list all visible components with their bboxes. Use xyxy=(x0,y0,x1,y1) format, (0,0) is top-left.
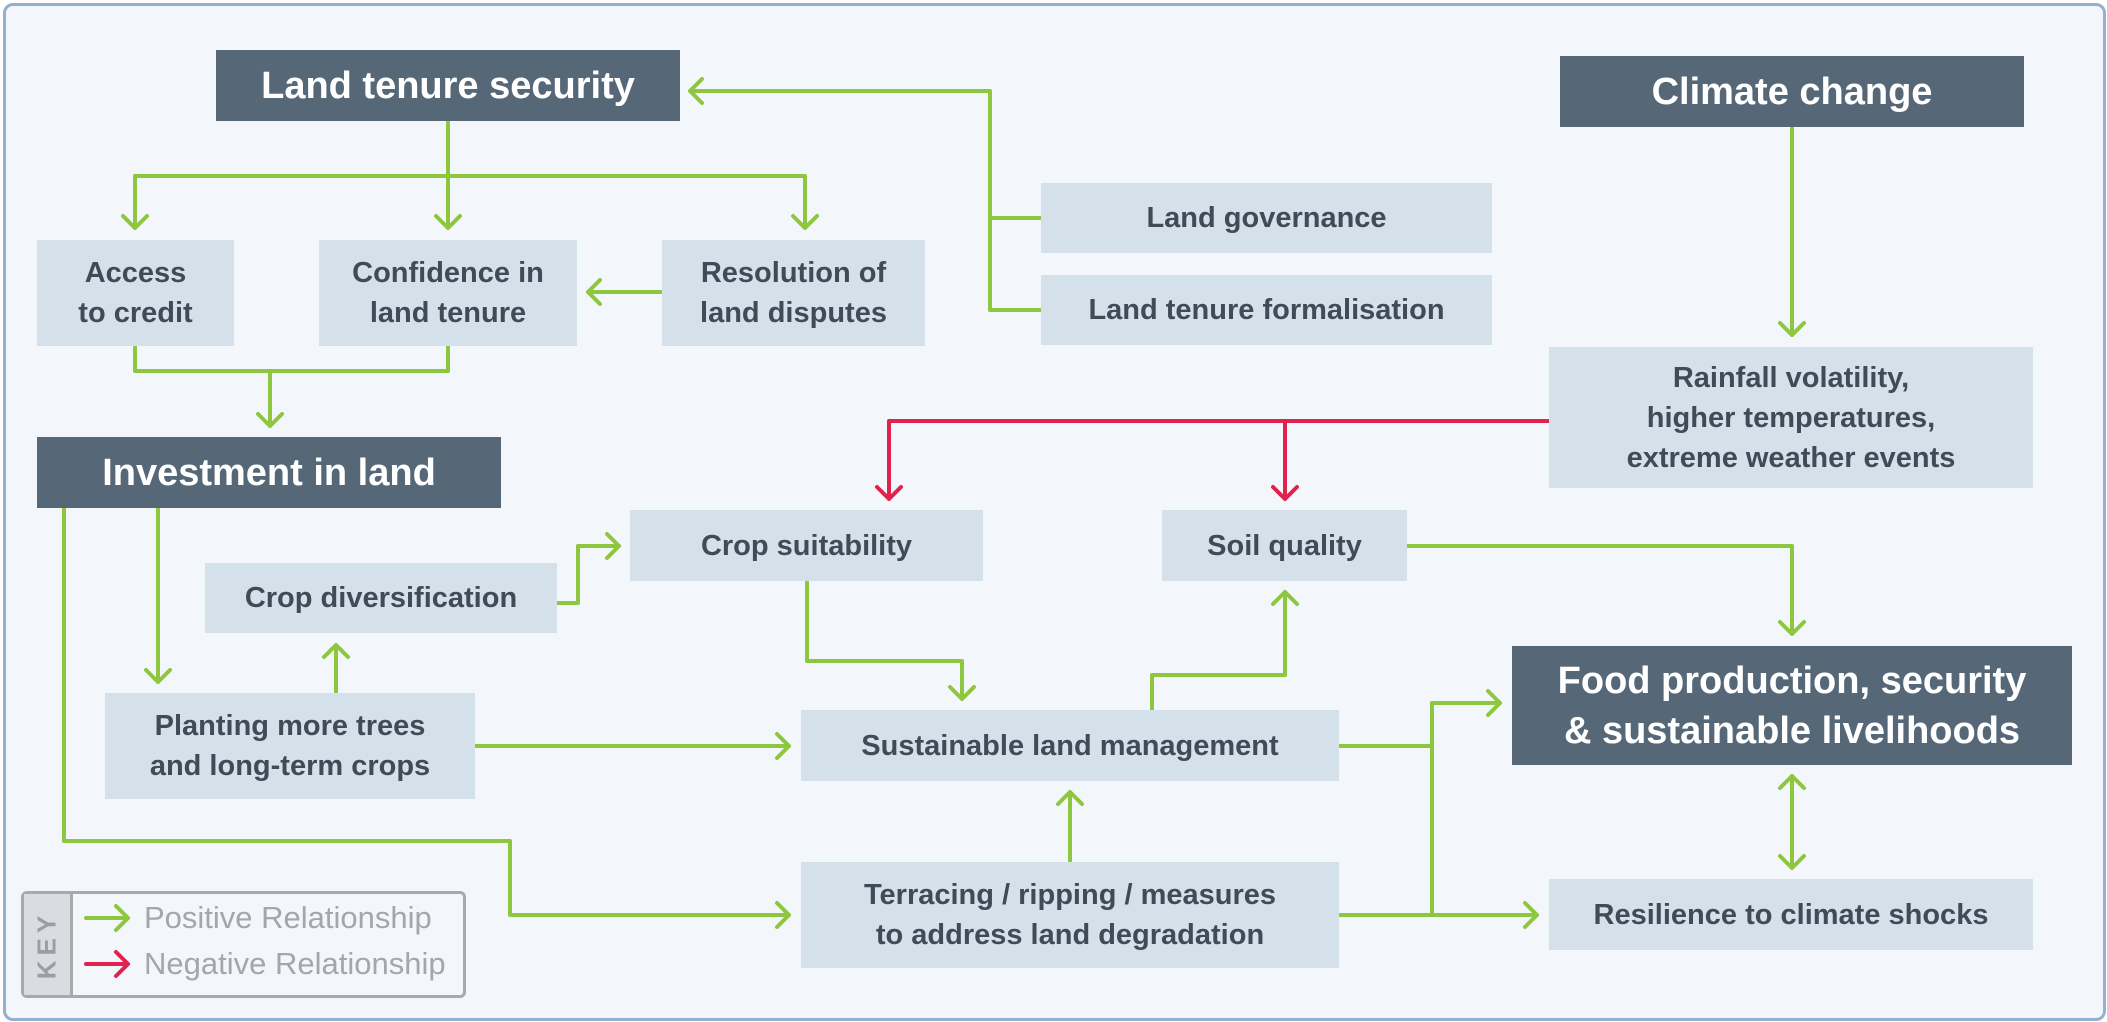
node-label-line: to address land degradation xyxy=(875,919,1265,951)
node-label: Crop diversification xyxy=(244,582,518,614)
node-soil-quality: Soil quality xyxy=(1162,510,1407,581)
node-investment-in-land: Investment in land xyxy=(37,437,501,508)
credit-to-investment-arrow xyxy=(133,345,284,428)
node-label: Investment in land xyxy=(102,451,436,494)
node-label-line: Planting more trees xyxy=(154,710,426,742)
planting-to-diversification-arrow xyxy=(322,643,350,694)
node-access-to-credit: Access to credit xyxy=(37,240,234,346)
node-label-line: Resolution of xyxy=(700,257,887,289)
node-land-tenure-security: Land tenure security xyxy=(216,50,680,121)
positive-arrow-icon xyxy=(84,904,130,932)
node-label-line: to credit xyxy=(78,297,193,329)
node-crop-diversification: Crop diversification xyxy=(205,563,557,633)
node-label-line: Rainfall volatility, xyxy=(1672,361,1910,394)
governance-to-tenure-arrow xyxy=(688,77,1042,220)
tenure-to-confidence-arrow xyxy=(434,174,462,230)
node-label-line: Terracing / ripping / measures xyxy=(863,879,1277,911)
legend-tab: KEY xyxy=(24,894,73,995)
slm-to-resilience-arrow xyxy=(1430,744,1539,929)
terracing-to-slm-arrow xyxy=(1056,790,1084,863)
node-label-line: land tenure xyxy=(369,297,527,329)
node-rainfall-volatility: Rainfall volatility, higher temperatures… xyxy=(1549,347,2033,488)
node-label: Land tenure security xyxy=(261,64,635,107)
confidence-to-investment-line xyxy=(268,345,450,373)
formalisation-to-tenure-line xyxy=(988,216,1042,312)
node-label: Land tenure formalisation xyxy=(1088,294,1445,326)
node-label-line: & sustainable livelihoods xyxy=(1563,709,2021,752)
legend-positive: Positive Relationship xyxy=(84,898,432,938)
slm-to-soil-arrow xyxy=(1150,590,1299,711)
tenure-to-credit-arrow xyxy=(121,120,450,230)
node-resolution-of-land-disputes: Resolution of land disputes xyxy=(662,240,925,346)
node-label-line: higher temperatures, xyxy=(1646,401,1936,434)
rainfall-to-soil-arrow xyxy=(1271,419,1299,501)
node-terracing: Terracing / ripping / measures to addres… xyxy=(801,862,1339,968)
node-label: Crop suitability xyxy=(700,529,913,562)
node-label: Land governance xyxy=(1146,202,1387,234)
node-land-governance: Land governance xyxy=(1041,183,1492,253)
diagram-frame xyxy=(3,3,2106,1021)
legend-negative: Negative Relationship xyxy=(84,944,446,984)
rainfall-to-suitability-arrow xyxy=(875,419,1550,501)
legend-positive-label: Positive Relationship xyxy=(144,900,432,935)
planting-to-slm-arrow xyxy=(474,732,791,760)
node-label-line: land disputes xyxy=(700,297,887,329)
node-label-line: Access xyxy=(84,257,187,289)
node-planting-more-trees: Planting more trees and long-term crops xyxy=(105,693,475,799)
node-label: Climate change xyxy=(1651,70,1933,113)
climate-to-rainfall-arrow xyxy=(1778,126,1806,337)
investment-to-terracing-arrow xyxy=(62,507,791,929)
node-label-line: and long-term crops xyxy=(149,750,431,782)
suitability-to-slm-arrow xyxy=(805,580,976,701)
node-resilience: Resilience to climate shocks xyxy=(1549,879,2033,950)
node-sustainable-land-management: Sustainable land management xyxy=(801,710,1339,781)
food-resilience-double-arrow xyxy=(1778,774,1806,870)
diversification-to-suitability-arrow xyxy=(556,532,621,605)
investment-to-planting-arrow xyxy=(144,507,172,684)
resolution-to-confidence-arrow xyxy=(586,278,663,306)
negative-arrow-icon xyxy=(84,950,130,978)
legend-key: KEY Positive Relationship Negative Relat… xyxy=(21,891,466,998)
tenure-to-resolution-arrow xyxy=(446,174,819,230)
node-label: Resilience to climate shocks xyxy=(1593,898,1989,931)
node-label-line: extreme weather events xyxy=(1626,441,1956,474)
node-crop-suitability: Crop suitability xyxy=(630,510,983,581)
node-label-line: Food production, security xyxy=(1557,659,2027,702)
legend-title: KEY xyxy=(31,910,62,979)
node-food-production: Food production, security & sustainable … xyxy=(1512,646,2072,765)
node-confidence-in-land-tenure: Confidence in land tenure xyxy=(319,240,577,346)
slm-to-food-arrow xyxy=(1338,689,1502,748)
soil-to-food-arrow xyxy=(1406,544,1806,636)
node-climate-change: Climate change xyxy=(1560,56,2024,127)
node-label: Soil quality xyxy=(1207,529,1362,562)
node-label: Sustainable land management xyxy=(861,729,1279,762)
node-label-line: Confidence in xyxy=(352,257,544,289)
legend-negative-label: Negative Relationship xyxy=(144,946,446,981)
node-land-tenure-formalisation: Land tenure formalisation xyxy=(1041,275,1492,345)
